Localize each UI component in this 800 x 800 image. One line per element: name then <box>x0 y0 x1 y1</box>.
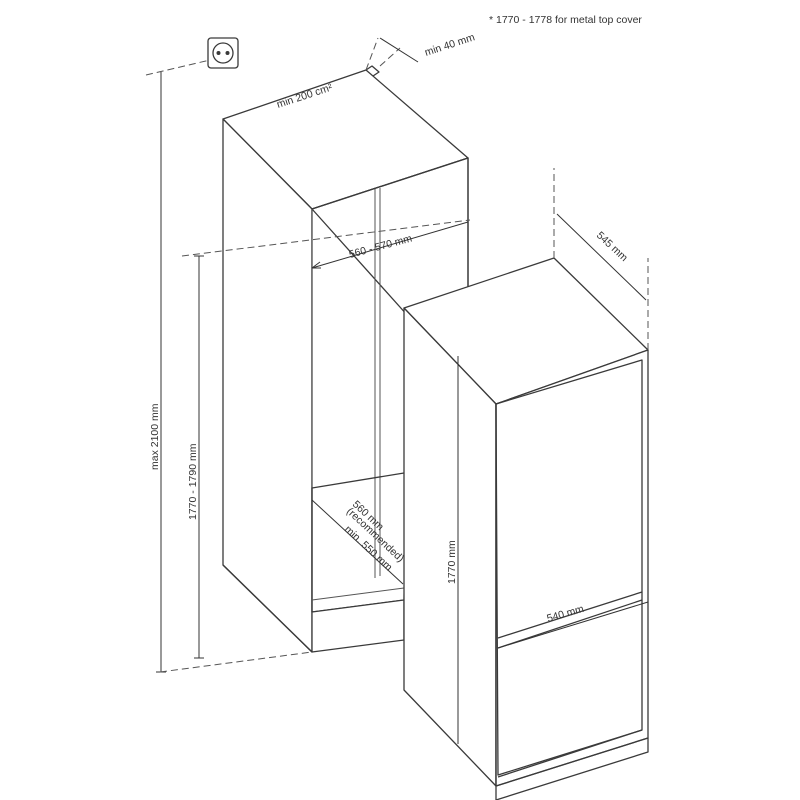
svg-text:1770 mm: 1770 mm <box>446 540 458 584</box>
dimension-max-2100: max 2100 mm <box>145 59 313 673</box>
svg-text:min 40 mm: min 40 mm <box>423 31 476 59</box>
appliance-fridge <box>403 257 649 800</box>
svg-text:max 2100 mm: max 2100 mm <box>149 403 161 470</box>
dimension-min-40: min 40 mm <box>365 31 477 71</box>
dimension-1770-1790: 1770 - 1790 mm <box>187 255 204 659</box>
dimension-1770: 1770 mm <box>446 356 459 744</box>
svg-text:545 mm: 545 mm <box>594 229 630 264</box>
svg-text:1770 - 1790 mm: 1770 - 1790 mm <box>187 443 199 520</box>
power-socket-icon <box>207 37 239 69</box>
footnote-metal-top-cover: * 1770 - 1778 for metal top cover <box>489 14 642 26</box>
cabinet-niche <box>222 65 469 653</box>
